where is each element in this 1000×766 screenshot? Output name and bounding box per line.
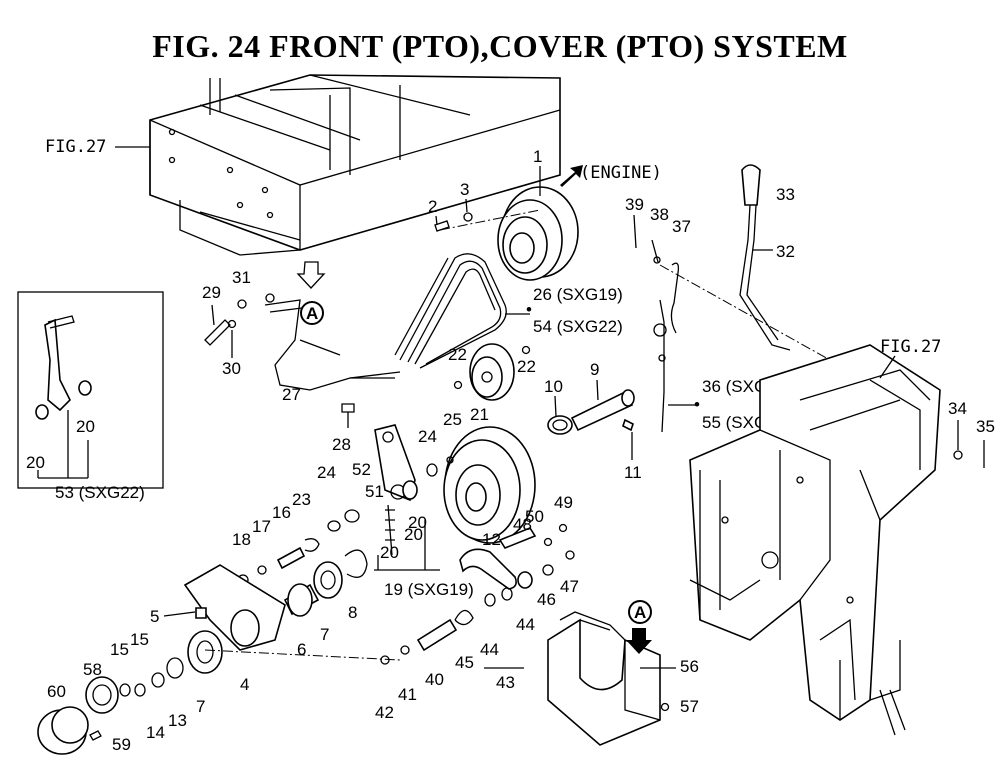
part-54-label: 54 (SXG22): [533, 317, 623, 336]
part-31-label: 31: [232, 268, 251, 287]
part-60-label: 60: [47, 682, 66, 701]
part-20-label-e: 20: [76, 417, 95, 436]
fig27-reference-left: FIG.27: [45, 137, 106, 157]
tension-lever-rod: [264, 293, 401, 391]
part-2-label: 2: [428, 197, 437, 216]
engine-direction-arrow: [560, 165, 583, 187]
part-12-label: 12: [482, 530, 501, 549]
tension-bolt-set: [237, 509, 360, 586]
idler-pulley: [469, 343, 515, 401]
part-48-label: 48: [513, 515, 532, 534]
part-17-label: 17: [252, 517, 271, 536]
view-a-arrow-bottom: A: [626, 600, 652, 654]
diagram-title: FIG. 24 FRONT (PTO),COVER (PTO) SYSTEM: [152, 28, 848, 64]
part-6-label: 6: [297, 640, 306, 659]
part-50-label: 50: [525, 507, 544, 526]
view-a-label-top: A: [306, 304, 318, 323]
part-16-label: 16: [272, 503, 291, 522]
part-14-label: 14: [146, 723, 165, 742]
engine-pulley: [497, 186, 579, 281]
part-7-label-b: 7: [196, 697, 205, 716]
part-22-label-b: 22: [517, 357, 536, 376]
view-a-arrow-top: A: [296, 261, 326, 325]
pto-belts: [394, 253, 507, 369]
part-7-label-a: 7: [320, 625, 329, 644]
part-40-label: 40: [425, 670, 444, 689]
part-20-label-d: 20: [26, 453, 45, 472]
part-34-label: 34: [948, 399, 967, 418]
part-27-label: 27: [282, 385, 301, 404]
part-39-label: 39: [625, 195, 644, 214]
part-19-label: 19 (SXG19): [384, 580, 474, 599]
part-41-label: 41: [398, 685, 417, 704]
part-20-label-b: 20: [404, 525, 423, 544]
part-56-label: 56: [680, 657, 699, 676]
pulley-bracket: [134, 549, 368, 697]
part-29-label: 29: [202, 283, 221, 302]
part-53-label: 53 (SXG22): [55, 483, 145, 502]
part-59-label: 59: [112, 735, 131, 754]
front-frame: [149, 74, 561, 256]
part-4-label: 4: [240, 675, 249, 694]
part-8-label: 8: [348, 603, 357, 622]
part-11-label: 11: [624, 463, 642, 482]
part-24-label-b: 24: [317, 463, 336, 482]
cam-plate-assembly: [380, 523, 575, 665]
tension-pulley: [443, 426, 536, 544]
sxg22-inset: [17, 291, 164, 489]
part-15-label-b: 15: [130, 630, 149, 649]
part-44-label-a: 44: [516, 615, 535, 634]
part-26-label: 26 (SXG19): [533, 285, 623, 304]
part-49-label: 49: [554, 493, 573, 512]
part-18-label: 18: [232, 530, 251, 549]
part-9-label: 9: [590, 360, 599, 379]
end-cap: [37, 676, 131, 755]
part-25-label: 25: [443, 410, 462, 429]
part-23-label: 23: [292, 490, 311, 509]
belt-dot: •: [526, 300, 532, 319]
part-20-label-c: 20: [408, 513, 427, 532]
fig27-reference-right: FIG.27: [880, 337, 941, 357]
part-5-label: 5: [150, 607, 159, 626]
tension-arm: [374, 424, 416, 556]
part-30-label: 30: [222, 359, 241, 378]
part-32-label: 32: [776, 242, 795, 261]
pto-cable: [651, 239, 680, 433]
part-57-label: 57: [680, 697, 699, 716]
part-46-label: 46: [537, 590, 556, 609]
part-38-label: 38: [650, 205, 669, 224]
part-43-label: 43: [496, 673, 515, 692]
part-13-label: 13: [168, 711, 187, 730]
pto-lever: [739, 164, 791, 351]
part-10-label: 10: [544, 377, 563, 396]
right-support-frame: [689, 344, 941, 736]
part-21-label: 21: [470, 405, 489, 424]
part-37-label: 37: [672, 217, 691, 236]
part-45-label: 45: [455, 653, 474, 672]
part-33-label: 33: [776, 185, 795, 204]
part-44-label-b: 44: [480, 640, 499, 659]
part-47-label: 47: [560, 577, 579, 596]
engine-reference: (ENGINE): [580, 163, 662, 183]
part-15-label-a: 15: [110, 640, 129, 659]
part-52-label: 52: [352, 460, 371, 479]
part-22-label-a: 22: [448, 345, 467, 364]
view-a-label-bottom: A: [634, 603, 646, 622]
pto-cover: [547, 611, 661, 746]
part-28-label: 28: [332, 435, 351, 454]
part-24-label-a: 24: [418, 427, 437, 446]
part-35-label: 35: [976, 417, 995, 436]
part-42-label: 42: [375, 703, 394, 722]
part-51-label: 51: [365, 482, 384, 501]
part-3-label: 3: [460, 180, 469, 199]
part-20-label-a: 20: [380, 543, 399, 562]
pto-shaft: [547, 389, 635, 435]
part-1-label: 1: [533, 147, 542, 166]
part-58-label: 58: [83, 660, 102, 679]
